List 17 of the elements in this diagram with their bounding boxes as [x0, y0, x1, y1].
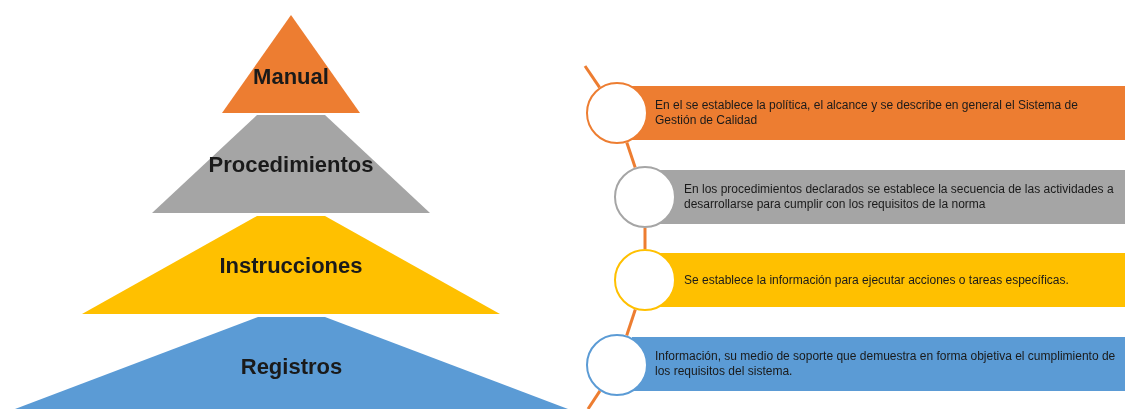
description-bar: [660, 170, 1125, 224]
pyramid-level-label: Procedimientos: [208, 152, 374, 178]
pyramid-level-label: Instrucciones: [219, 253, 363, 279]
description-text: Información, su medio de soporte que demuestra en forma objetiva el cumplimiento de los requisitos del sistema.: [655, 349, 1117, 379]
description-text: En los procedimientos declarados se establece la secuencia de las actividades a desarrollarse para cumplir con los requisitos de la norma: [684, 182, 1115, 212]
pyramid-level-label: Registros: [240, 354, 343, 380]
timeline-connector: [586, 390, 602, 409]
timeline-connector: [643, 228, 647, 249]
timeline-connector: [625, 141, 637, 169]
timeline-connector: [583, 65, 601, 89]
description-text: En el se establece la política, el alcance y se describe en general el Sistema de Gestión de Calidad: [655, 98, 1079, 128]
description-bar: [632, 337, 1125, 391]
description-bar: [632, 86, 1125, 140]
description-text: Se establece la información para ejecutar acciones o tareas específicas.: [684, 272, 1069, 288]
pyramid-level-label: Manual: [253, 64, 329, 90]
description-bar: [660, 253, 1125, 307]
timeline-connector: [625, 308, 637, 337]
